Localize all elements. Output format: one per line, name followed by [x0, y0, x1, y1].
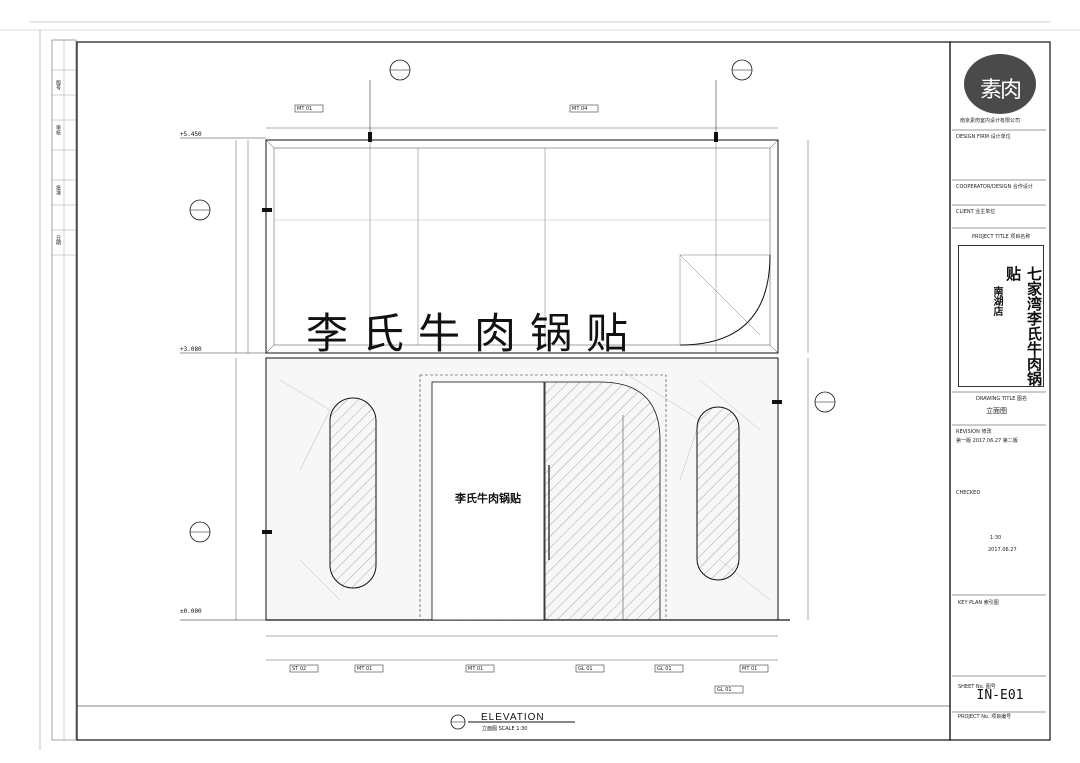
- section-mark-top-left: [368, 59, 411, 142]
- material-tag: MT 01: [297, 106, 313, 112]
- project-name: 七家湾李氏牛肉锅贴: [1004, 266, 1043, 386]
- margin-label: 版号: [55, 80, 61, 90]
- material-tag: MT 04: [572, 106, 588, 112]
- level-label-ground: ±0.000: [180, 608, 202, 615]
- elevation-scale: 立面图 SCALE 1:30: [482, 726, 528, 732]
- revision-label: REVISION 修改: [956, 429, 992, 435]
- margin-label: 批准: [55, 185, 61, 195]
- elevation-title-mark: [450, 714, 575, 730]
- client-label: CLIENT 业主单位: [956, 209, 996, 215]
- scale-value: 1:30: [990, 535, 1002, 541]
- key-plan-label: KEY PLAN 索引图: [958, 600, 999, 606]
- material-tag: GL 01: [657, 666, 672, 672]
- sheet-number-box: IN-E01: [958, 688, 1042, 708]
- section-mark-left-lower: [189, 521, 272, 543]
- section-mark-top-right: [714, 59, 753, 142]
- material-tag: MT 01: [742, 666, 758, 672]
- level-label-top: +5.450: [180, 131, 202, 138]
- sheet-number: IN-E01: [976, 688, 1024, 703]
- cooperator-label: COOPERATOR/DESIGN 合作设计: [956, 184, 1033, 190]
- revision-row: 第一版 2017.06.27 第二版: [956, 438, 1018, 444]
- material-tag: MT 01: [468, 666, 484, 672]
- company-logo: 素肉: [964, 54, 1036, 114]
- material-tag: GL 01: [578, 666, 593, 672]
- checked-label: CHECKED: [956, 490, 981, 496]
- date-value: 2017.06.27: [988, 547, 1017, 553]
- margin-label: 日期: [55, 235, 61, 245]
- logo-text: 素肉: [979, 78, 1022, 103]
- project-title-box: 七家湾李氏牛肉锅贴 南湖店: [958, 245, 1044, 387]
- drawing-title-label: DRAWING TITLE 图名: [976, 396, 1028, 402]
- project-no-label: PROJECT No. 项目编号: [958, 714, 1012, 720]
- sheet-no-label: SHEET No. 图号: [958, 684, 996, 690]
- door-sign-text: 李氏牛肉锅贴: [455, 492, 521, 505]
- material-tag: GL 01: [717, 687, 732, 693]
- shop-sign-text: 李氏牛肉锅贴: [306, 309, 643, 358]
- section-mark-right: [772, 391, 836, 413]
- margin-label: 审核: [55, 125, 61, 135]
- material-tag: ST 02: [292, 666, 307, 672]
- material-tag: MT 01: [357, 666, 373, 672]
- project-sub: 南湖店: [991, 286, 1002, 316]
- section-mark-left: [189, 199, 272, 221]
- elevation-title: ELEVATION: [481, 712, 545, 723]
- design-firm-label: DESIGN FIRM 设计单位: [956, 134, 1011, 140]
- project-title-label: PROJECT TITLE 项目名称: [972, 234, 1031, 240]
- company-name: 南京素肉室内设计有限公司: [960, 118, 1021, 124]
- level-label-mid: +3.080: [180, 346, 202, 353]
- drawing-title: 立面图: [986, 407, 1007, 415]
